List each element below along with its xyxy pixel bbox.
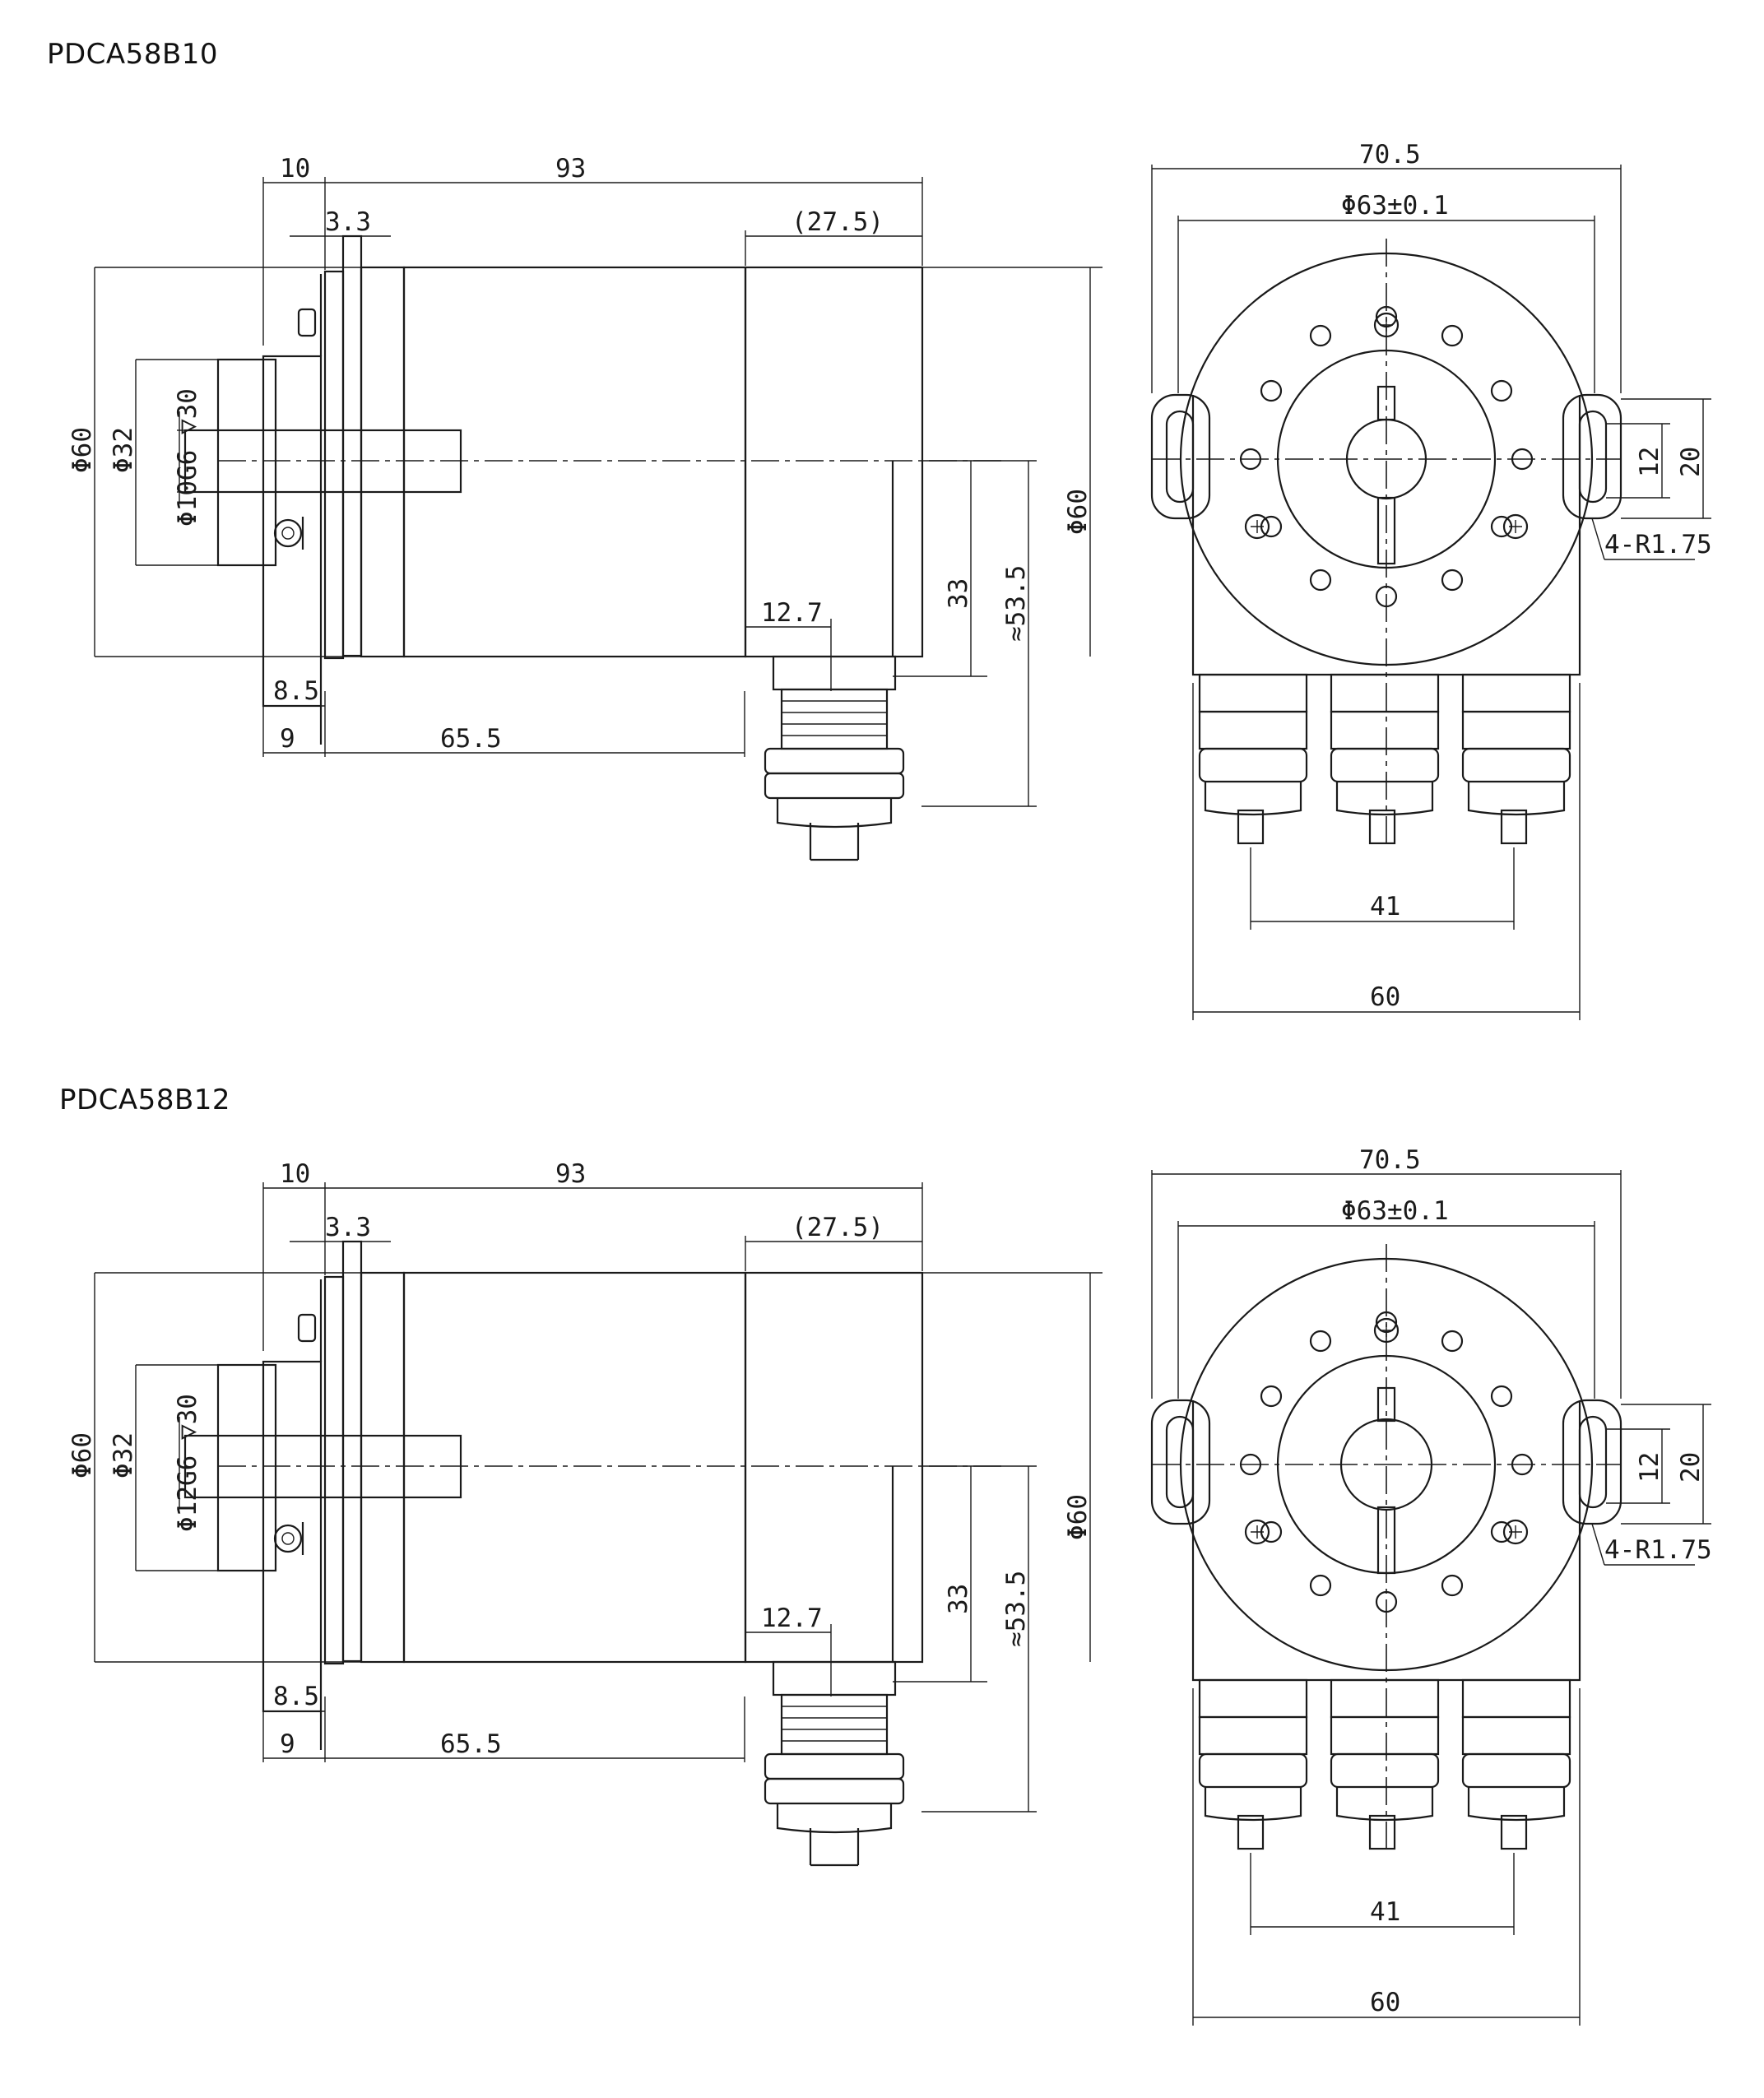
dim-spigot-dia: Φ32 bbox=[109, 1432, 138, 1478]
dim-slot-20: 20 bbox=[1676, 1452, 1706, 1483]
dim-w85: 8.5 bbox=[273, 676, 319, 706]
front-view: 70.5 Φ63±0.1 12 20 4-R1.75 41 60 bbox=[1150, 1145, 1712, 2026]
dim-slot-12: 12 bbox=[1635, 1452, 1664, 1483]
dim-len655: 65.5 bbox=[440, 724, 502, 754]
dim-flange-thk: 10 bbox=[280, 1159, 310, 1189]
side-view: 10 93 3.3 (27.5) Φ60 Φ32 Φ10G6 ▽30 Φ60 3… bbox=[67, 154, 1102, 861]
dim-h33: 33 bbox=[944, 578, 973, 609]
dim-body-dia: Φ60 bbox=[67, 1432, 97, 1478]
shaft bbox=[183, 429, 462, 494]
dim-h33: 33 bbox=[944, 1584, 973, 1614]
phillips-screw bbox=[1244, 312, 1529, 540]
dim-clamp-thk: 3.3 bbox=[325, 1213, 371, 1242]
dim-height-60: Φ60 bbox=[1063, 1494, 1093, 1540]
model-title: PDCA58B10 bbox=[47, 38, 219, 71]
front-view: 70.5 Φ63±0.1 12 20 4-R1.75 41 60 bbox=[1150, 140, 1712, 1020]
mount-ear bbox=[1150, 393, 1211, 520]
side-view: 10 93 3.3 (27.5) Φ60 Φ32 Φ12G6 ▽30 Φ60 3… bbox=[67, 1159, 1102, 1867]
dim-pitch-41: 41 bbox=[1370, 892, 1400, 921]
model-title: PDCA58B12 bbox=[59, 1084, 231, 1116]
dim-shaft-dia: Φ12G6 ▽30 bbox=[173, 1394, 202, 1532]
dim-overall-len: 93 bbox=[555, 1159, 586, 1189]
dim-w9: 9 bbox=[280, 724, 295, 754]
dim-shaft-dia: Φ10G6 ▽30 bbox=[173, 388, 202, 527]
dim-spigot-dia: Φ32 bbox=[109, 427, 138, 473]
dim-width-705: 70.5 bbox=[1359, 140, 1421, 169]
dim-bolt-circle: Φ63±0.1 bbox=[1341, 191, 1449, 220]
dim-width-60: 60 bbox=[1370, 1988, 1400, 2017]
dim-h53: ≈53.5 bbox=[1001, 565, 1031, 642]
dim-slot-20: 20 bbox=[1676, 447, 1706, 477]
dim-pitch-41: 41 bbox=[1370, 1897, 1400, 1927]
dim-conn-len: (27.5) bbox=[791, 207, 884, 237]
dim-w85: 8.5 bbox=[273, 1682, 319, 1711]
dim-len655: 65.5 bbox=[440, 1729, 502, 1759]
dim-radius: 4-R1.75 bbox=[1604, 530, 1712, 559]
dim-w127: 12.7 bbox=[761, 1604, 823, 1633]
screw-head bbox=[297, 308, 317, 337]
dim-radius: 4-R1.75 bbox=[1604, 1535, 1712, 1565]
dim-height-60: Φ60 bbox=[1063, 489, 1093, 535]
dim-body-dia: Φ60 bbox=[67, 427, 97, 473]
dim-conn-len: (27.5) bbox=[791, 1213, 884, 1242]
dim-width-60: 60 bbox=[1370, 982, 1400, 1012]
dim-w9: 9 bbox=[280, 1729, 295, 1759]
dim-overall-len: 93 bbox=[555, 154, 586, 183]
cable-gland-row bbox=[1198, 673, 1571, 845]
clamp-slot bbox=[1376, 385, 1396, 421]
dim-slot-12: 12 bbox=[1635, 447, 1664, 477]
dim-h53: ≈53.5 bbox=[1001, 1571, 1031, 1647]
dim-flange-thk: 10 bbox=[280, 154, 310, 183]
flange-circle bbox=[1179, 252, 1594, 666]
hub-circle bbox=[1276, 349, 1497, 569]
dim-clamp-thk: 3.3 bbox=[325, 207, 371, 237]
dim-bolt-circle: Φ63±0.1 bbox=[1341, 1196, 1449, 1226]
dim-width-705: 70.5 bbox=[1359, 1145, 1421, 1175]
dim-w127: 12.7 bbox=[761, 598, 823, 628]
